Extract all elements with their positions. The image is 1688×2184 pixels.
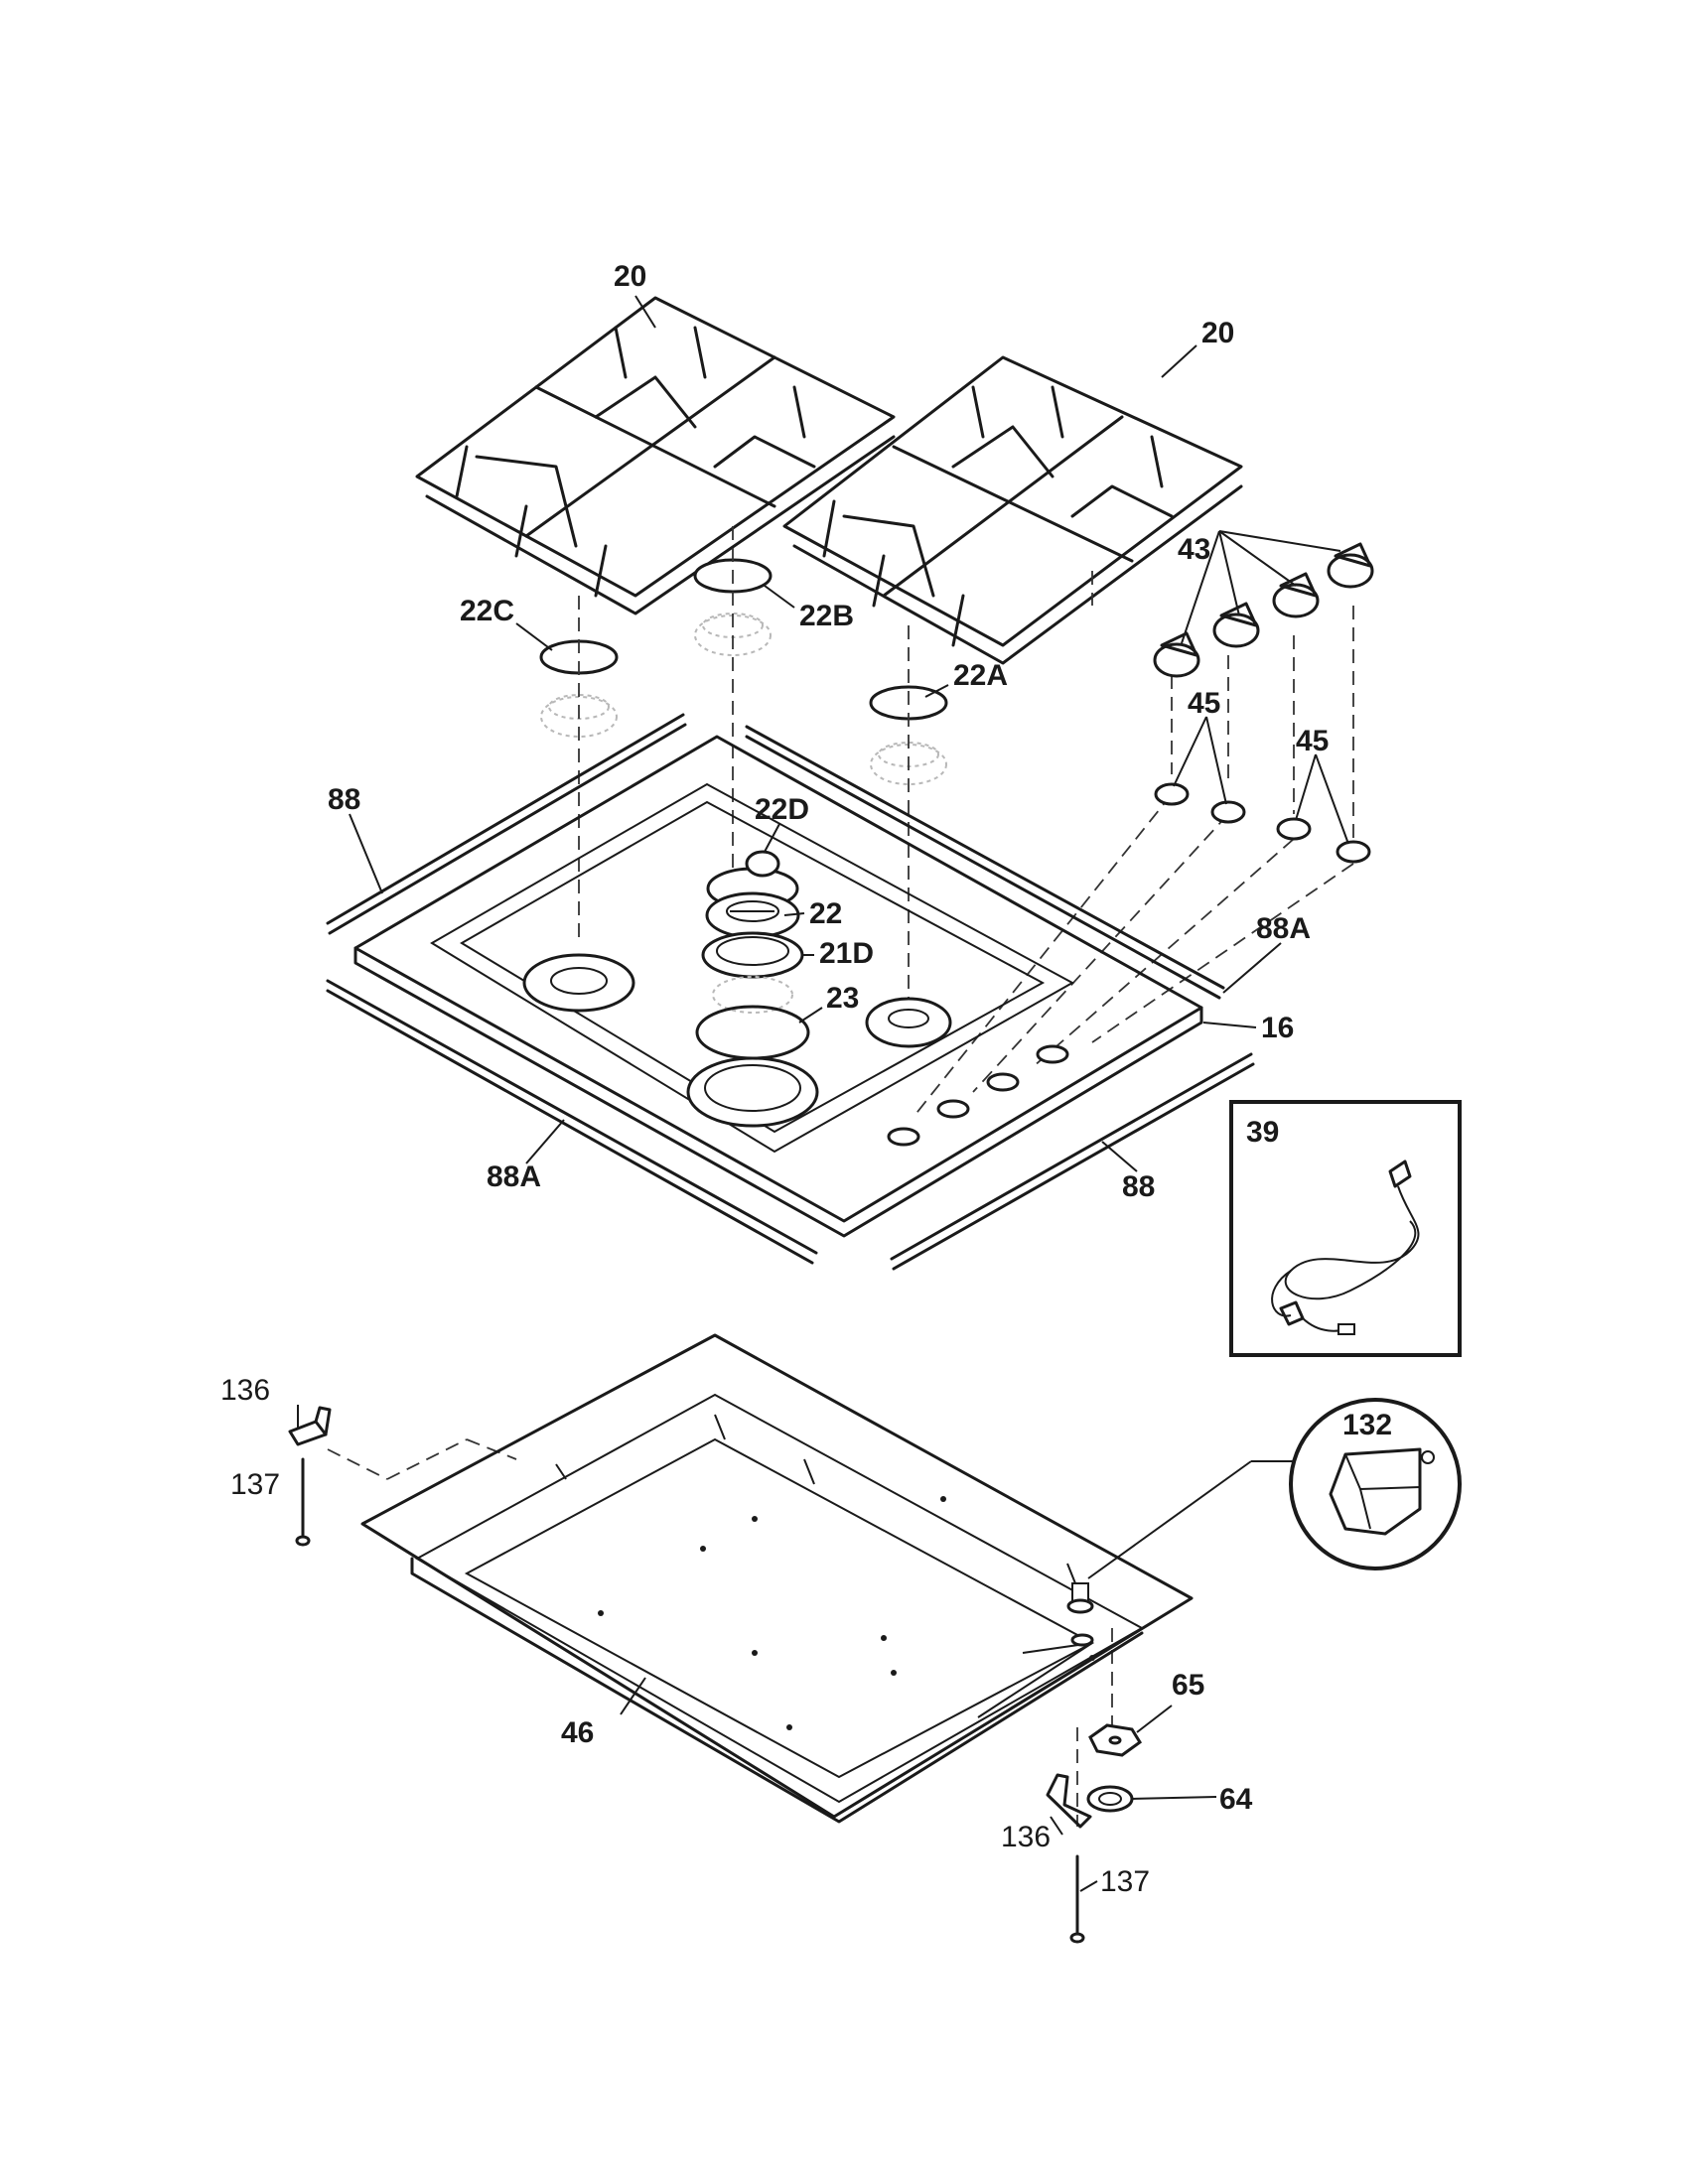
callout-88a-left: 88A (487, 1160, 541, 1193)
callout-137-top-left: 137 (230, 1468, 280, 1501)
callout-22a: 22A (953, 659, 1008, 692)
seal-88a-right-top (745, 725, 1225, 1000)
cooktop-16 (353, 735, 1203, 1238)
screw-137-top-left (295, 1457, 311, 1547)
callout-88-right: 88 (1122, 1170, 1155, 1203)
burner-box-46 (360, 1333, 1194, 1824)
callout-22: 22 (809, 897, 842, 930)
seal-88-left-top (326, 713, 687, 935)
burner-head-center (712, 976, 793, 1014)
callout-21d: 21D (819, 937, 874, 970)
burner-cap-22d (745, 850, 780, 878)
seal-88-right-bottom (890, 1052, 1255, 1271)
seal-88a-left-bottom (326, 979, 818, 1265)
callout-16: 16 (1261, 1012, 1294, 1044)
callout-20-left: 20 (614, 260, 646, 293)
callout-45-left: 45 (1188, 687, 1220, 720)
callout-43: 43 (1178, 533, 1210, 566)
bracket-136-top-left (288, 1406, 332, 1446)
callout-46: 46 (561, 1716, 594, 1749)
screw-137-bottom-right (1069, 1854, 1085, 1944)
callout-88a-right: 88A (1256, 912, 1311, 945)
alignment-lines (327, 526, 1354, 1827)
burner-21d (701, 931, 804, 979)
regulator-leader (1087, 1460, 1252, 1579)
callout-136-top-left: 136 (220, 1374, 270, 1407)
regulator-inset (1289, 1398, 1462, 1570)
callout-65: 65 (1172, 1669, 1204, 1702)
callout-45-right: 45 (1296, 725, 1329, 757)
callout-136-bottom-right: 136 (1001, 1821, 1051, 1853)
grate-right (782, 355, 1243, 665)
callout-39: 39 (1246, 1116, 1279, 1149)
callout-22c: 22C (460, 595, 514, 627)
leader-lines (297, 295, 1349, 1892)
callout-64: 64 (1219, 1783, 1253, 1816)
regulator-stub (1066, 1582, 1094, 1647)
ring-23 (695, 1005, 810, 1060)
grate-left (415, 296, 896, 615)
callout-137-bottom-right: 137 (1100, 1865, 1150, 1898)
bracket-136-bottom-right (1046, 1773, 1092, 1829)
callout-88-left: 88 (328, 783, 360, 816)
gasket-64 (1086, 1785, 1134, 1813)
callout-132: 132 (1342, 1409, 1392, 1441)
power-cord-inset (1229, 1100, 1462, 1357)
callout-23: 23 (826, 982, 859, 1015)
callout-22b: 22B (799, 600, 854, 632)
knob-bezels (1154, 782, 1371, 864)
gasket-65 (1088, 1723, 1143, 1757)
control-knobs (1153, 542, 1374, 678)
callout-22d: 22D (755, 793, 809, 826)
callout-20-right: 20 (1201, 317, 1234, 349)
